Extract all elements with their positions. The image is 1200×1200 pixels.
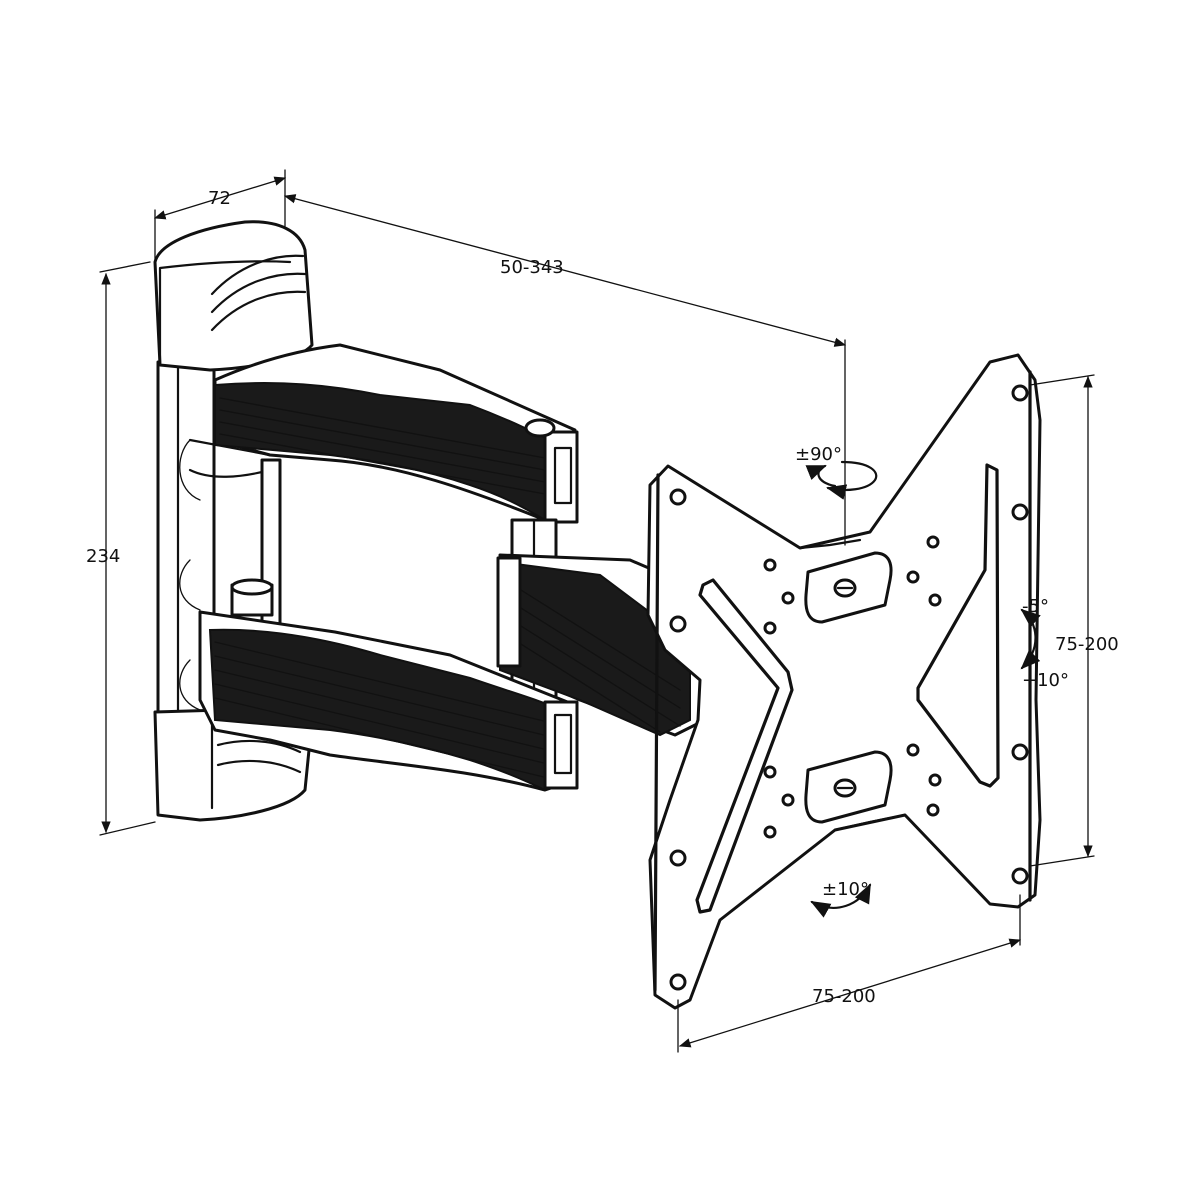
rotation-angle-label: ±10° — [822, 879, 869, 900]
rotation-arrows — [805, 460, 1041, 918]
tilt-arrow-icon — [1020, 608, 1041, 670]
upper-arm — [188, 343, 579, 524]
depth-dimension-label: 72 — [208, 188, 231, 209]
wall-plate-top-cap — [153, 220, 314, 372]
swivel-angle-label: ±90° — [795, 444, 842, 465]
vesa-vertical-label: 75-200 — [1055, 634, 1119, 655]
vesa-horizontal-label: 75-200 — [812, 986, 876, 1007]
height-dimension-label: 234 — [86, 546, 120, 567]
dimension-lines — [99, 169, 1095, 1053]
vesa-mounting-holes — [669, 384, 1029, 991]
vesa-plate-left-slot — [695, 578, 794, 914]
vesa-plate — [646, 353, 1042, 1010]
lower-arm — [198, 610, 579, 792]
swivel-arrow-icon — [826, 460, 878, 500]
tilt-up-angle-label: -5° — [1022, 596, 1049, 617]
rotation-arrow-icon — [810, 883, 872, 918]
extension-dimension-label: 50-343 — [500, 257, 564, 278]
vesa-plate-right-slot — [916, 463, 1000, 788]
tilt-down-angle-label: +10° — [1022, 670, 1069, 691]
front-arm-ribbed-panel — [499, 560, 691, 737]
